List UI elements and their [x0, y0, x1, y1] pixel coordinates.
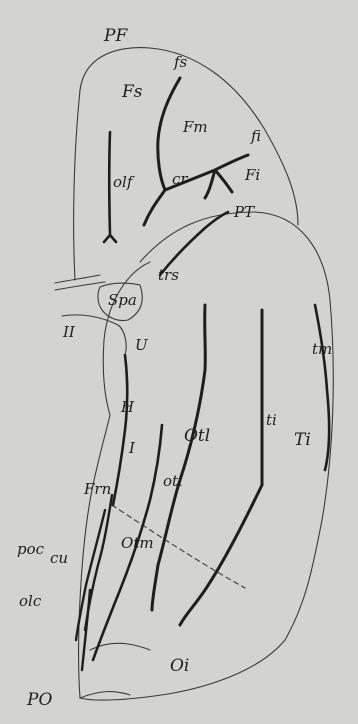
label-oti: oti — [163, 474, 183, 489]
label-PO: PO — [27, 692, 52, 709]
label-Oi: Oi — [170, 658, 189, 675]
label-PT: PT — [234, 205, 254, 220]
label-U: U — [135, 338, 148, 353]
sulcus-tm — [315, 305, 329, 470]
stalk-lines — [55, 275, 105, 290]
label-Fs: Fs — [122, 84, 143, 101]
label-Ti: Ti — [294, 432, 311, 449]
sulcus-otl — [152, 305, 205, 610]
label-tm: tm — [312, 342, 332, 357]
label-Otl: Otl — [184, 428, 210, 445]
label-Fi: Fi — [245, 168, 260, 183]
sulcus-fs — [144, 78, 180, 225]
label-I: I — [129, 441, 135, 456]
label-Fm: Fm — [183, 120, 208, 135]
sulcus-u — [113, 355, 127, 505]
temporal-lobe-outline — [80, 212, 333, 700]
label-PF: PF — [104, 28, 127, 45]
label-trs: trs — [158, 268, 179, 283]
sulcus-ti — [180, 310, 262, 625]
lower-edge-contour — [80, 643, 150, 698]
label-fi: fi — [251, 129, 261, 144]
label-olf: olf — [113, 175, 132, 190]
label-Spa: Spa — [108, 293, 137, 308]
label-ti: ti — [266, 413, 277, 428]
label-olc: olc — [19, 594, 41, 609]
label-II: II — [63, 325, 75, 340]
label-cr: cr — [172, 172, 188, 187]
sulcus-poc — [76, 510, 105, 640]
label-H: H — [121, 400, 134, 415]
label-cu: cu — [50, 551, 68, 566]
label-Otm: Otm — [121, 536, 154, 551]
label-poc: poc — [17, 542, 44, 557]
label-fs: fs — [174, 55, 187, 70]
label-Frn: Frn — [84, 482, 111, 497]
